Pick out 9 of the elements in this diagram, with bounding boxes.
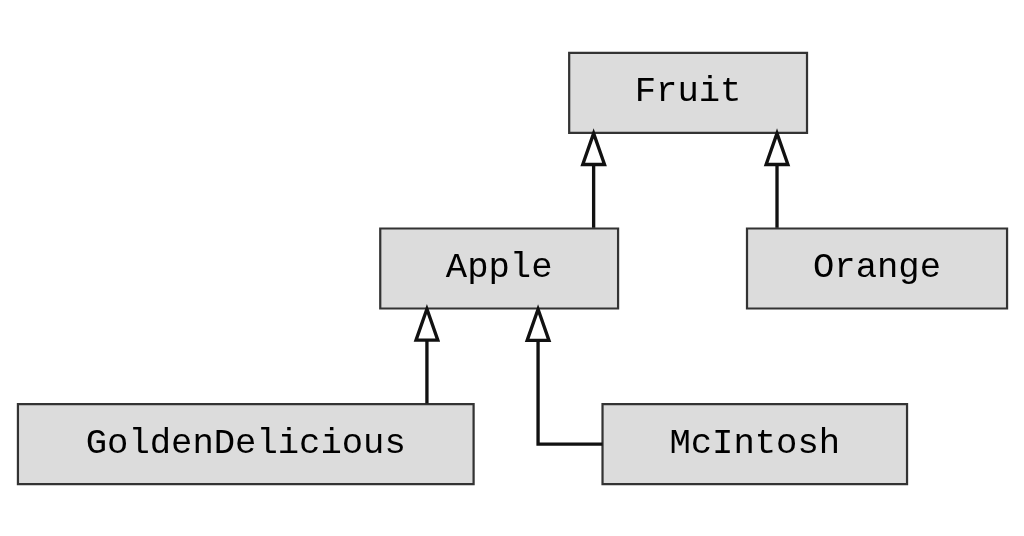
node-box: Apple: [378, 226, 619, 310]
arrow: [413, 303, 440, 403]
arrow: [579, 127, 607, 228]
node-box: GoldenDelicious: [16, 402, 475, 485]
arrow: [524, 303, 602, 446]
node-box: Fruit: [567, 51, 808, 134]
node-box: McIntosh: [600, 402, 908, 485]
arrow: [763, 127, 790, 228]
node-box: Orange: [745, 226, 1008, 310]
